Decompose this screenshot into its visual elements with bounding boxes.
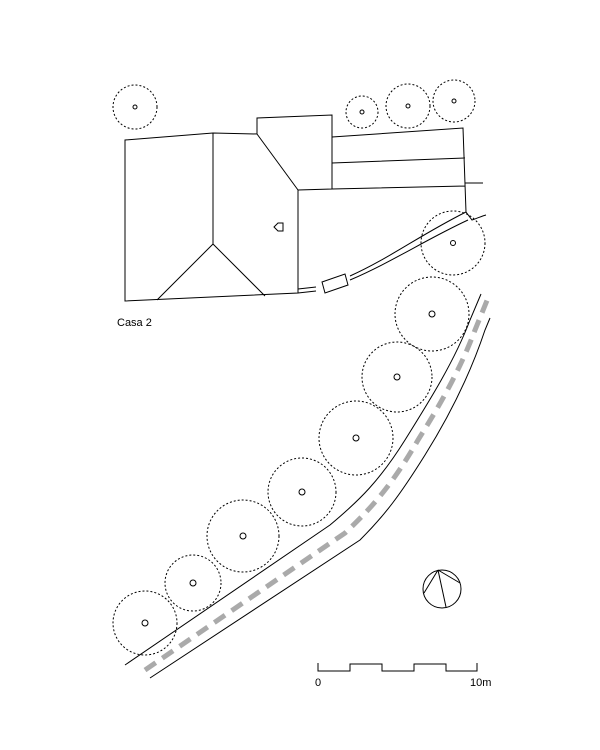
- trees: [112, 79, 486, 656]
- building-label: Casa 2: [117, 317, 152, 329]
- tree-trunks: [132, 98, 457, 627]
- scale-bar: [317, 663, 478, 672]
- scale-end-label: 10m: [470, 677, 491, 689]
- dashed-footpath: [143, 297, 491, 673]
- entrance-icon: [273, 222, 284, 232]
- scale-start-label: 0: [315, 677, 321, 689]
- building-casa-2: [124, 114, 483, 302]
- north-arrow-icon: [422, 569, 462, 609]
- garden-wall: [297, 211, 487, 294]
- road-edges: [124, 293, 491, 679]
